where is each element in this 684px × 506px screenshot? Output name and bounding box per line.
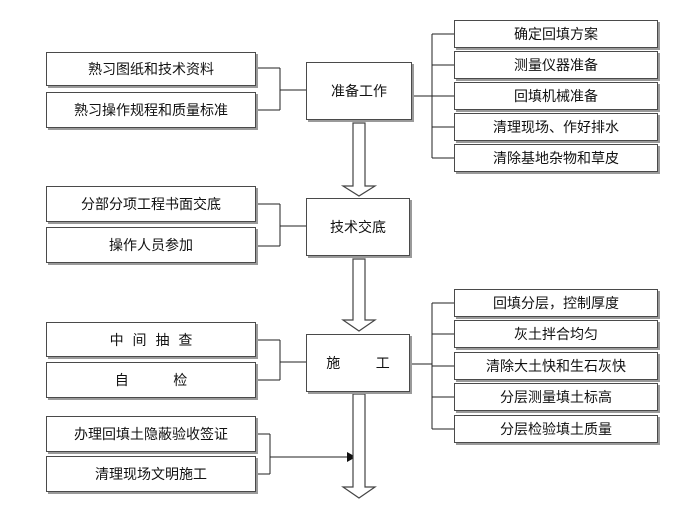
flow-arrow-prep-to-tech	[340, 122, 378, 197]
flow-arrow-tech-to-construct	[341, 258, 377, 332]
arrowhead-small	[347, 452, 356, 462]
stage-construction: 施 工	[306, 334, 410, 392]
prep-right-item: 清除基地杂物和草皮	[454, 144, 658, 172]
prep-left-item: 熟习操作规程和质量标准	[46, 92, 256, 128]
prep-right-item: 清理现场、作好排水	[454, 113, 658, 141]
tech-left-item: 分部分项工程书面交底	[46, 186, 256, 222]
construct-right-item: 分层检验填土质量	[454, 415, 658, 443]
prep-right-item: 回填机械准备	[454, 82, 658, 110]
closing-item: 清理现场文明施工	[46, 456, 256, 492]
prep-right-item: 测量仪器准备	[454, 51, 658, 79]
closing-item: 办理回填土隐蔽验收签证	[46, 416, 256, 452]
construct-right-item: 灰土拌合均匀	[454, 320, 658, 348]
construct-left-item: 自 检	[46, 362, 256, 398]
construct-left-item: 中 间 抽 查	[46, 322, 256, 357]
prep-left-item: 熟习图纸和技术资料	[46, 52, 256, 86]
construct-right-item: 清除大土快和生石灰快	[454, 352, 658, 380]
construct-right-item: 分层测量填土标高	[454, 383, 658, 411]
stage-prep: 准备工作	[306, 62, 412, 120]
prep-right-item: 确定回填方案	[454, 20, 658, 48]
stage-tech-briefing: 技术交底	[306, 198, 410, 256]
tech-left-item: 操作人员参加	[46, 227, 256, 263]
construct-right-item: 回填分层，控制厚度	[454, 289, 658, 317]
flow-arrow-construct-down	[341, 393, 377, 499]
